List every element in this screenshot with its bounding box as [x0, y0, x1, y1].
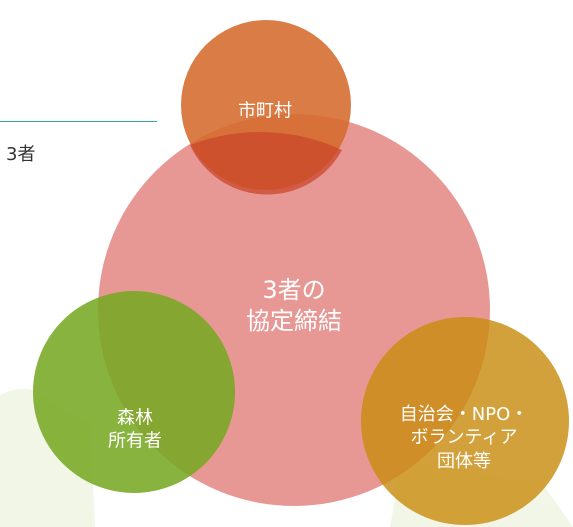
top-overlap-region	[190, 132, 342, 195]
center-circle-label: 3者の 協定締結	[246, 275, 342, 335]
bottom-right-circle	[361, 317, 569, 525]
bottom-right-circle-label: 自治会・NPO・ ボランティア 団体等	[399, 403, 529, 472]
left-text-fragment: 3者	[6, 144, 36, 165]
bottom-left-circle	[33, 291, 235, 493]
top-circle-label: 市町村	[238, 100, 292, 122]
bottom-left-circle-label: 森林 所有者	[108, 407, 162, 452]
accent-line	[0, 121, 157, 122]
